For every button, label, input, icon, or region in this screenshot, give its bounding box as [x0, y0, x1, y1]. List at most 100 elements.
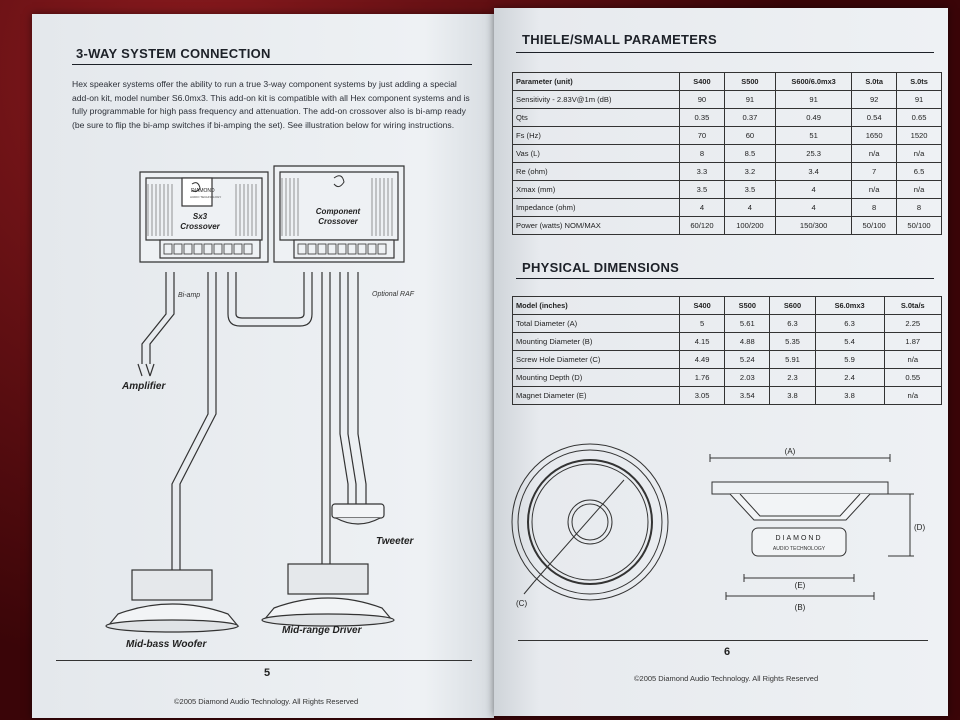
dim-a-label: (A)	[785, 447, 796, 456]
table-cell: 3.5	[723, 180, 776, 199]
table-cell: n/a	[883, 350, 943, 369]
row-label: Qts	[512, 108, 680, 127]
page-number-5: 5	[264, 667, 271, 679]
table-cell: 0.35	[679, 108, 725, 127]
table-cell: 5.9	[814, 350, 885, 369]
table-cell: 91	[723, 90, 776, 109]
table-cell: 3.5	[679, 180, 725, 199]
row-label: Fs (Hz)	[512, 126, 680, 145]
table-cell: 6.3	[814, 314, 885, 333]
table-cell: 4.88	[724, 332, 771, 351]
table-cell: 5.24	[724, 350, 771, 369]
table-cell: 0.65	[896, 108, 942, 127]
table-cell: 70	[679, 126, 725, 145]
sx3-label: Sx3	[193, 212, 208, 221]
ts-header-0: Parameter (unit)	[512, 72, 680, 91]
row-label: Sensitivity - 2.83V@1m (dB)	[512, 90, 680, 109]
left-page: 3-WAY SYSTEM CONNECTION Hex speaker syst…	[32, 14, 494, 718]
component-crossover	[273, 165, 405, 263]
table-cell: 8.5	[723, 144, 776, 163]
table-cell: 0.54	[851, 108, 898, 127]
page-number-6: 6	[724, 646, 731, 658]
table-cell: 2.03	[724, 368, 771, 387]
table-cell: 100/200	[723, 216, 776, 235]
row-label: Power (watts) NOM/MAX	[512, 216, 680, 235]
table-cell: 60	[723, 126, 776, 145]
copyright-right: ©2005 Diamond Audio Technology. All Righ…	[634, 674, 819, 683]
table-cell: 3.4	[774, 162, 853, 181]
table-cell: 4	[679, 198, 725, 217]
row-label: Total Diameter (A)	[512, 314, 680, 333]
pd-header-0: Model (inches)	[512, 296, 680, 315]
section-title-3way: 3-WAY SYSTEM CONNECTION	[76, 46, 271, 61]
table-cell: 50/100	[851, 216, 898, 235]
amplifier-label: Amplifier	[121, 381, 166, 392]
table-cell: 2.25	[883, 314, 943, 333]
table-cell: 3.05	[678, 386, 726, 405]
table-cell: 92	[851, 90, 898, 109]
magnet-badge-brand: DIAMOND	[775, 535, 822, 542]
ts-header-5: S.0ts	[896, 72, 942, 91]
optional-raf-label: Optional RAF	[372, 291, 415, 298]
wire-midrange	[321, 272, 331, 574]
table-cell: 5.4	[814, 332, 885, 351]
mid-range-driver-shape	[261, 563, 395, 627]
ts-header-1: S400	[679, 72, 725, 91]
row-label: Mounting Diameter (B)	[512, 332, 680, 351]
intro-paragraph: Hex speaker systems offer the ability to…	[72, 79, 470, 130]
table-cell: 3.8	[769, 386, 816, 405]
pd-title-rule	[516, 278, 934, 279]
speaker-dimension-drawing: (A) (B) (C) (D) (E) DIAMOND AUDIO TECHNO…	[511, 443, 925, 612]
table-cell: 60/120	[679, 216, 725, 235]
wire-crossover-link	[227, 272, 313, 327]
midrange-label: Mid-range Driver	[282, 625, 363, 636]
wire-woofer	[171, 272, 217, 574]
right-page: THIELE/SMALL PARAMETERS Parameter (unit)…	[494, 8, 948, 716]
pd-header-5: S.0ta/s	[883, 296, 943, 315]
table-cell: 51	[774, 126, 853, 145]
row-label: Re (ohm)	[512, 162, 680, 181]
table-cell: 3.8	[814, 386, 885, 405]
table-cell: 1520	[896, 126, 942, 145]
row-label: Mounting Depth (D)	[512, 368, 680, 387]
table-cell: 50/100	[896, 216, 942, 235]
wire-tweeter	[339, 272, 367, 504]
section-title-physical-dimensions: PHYSICAL DIMENSIONS	[522, 260, 680, 275]
dim-b-label: (B)	[795, 603, 806, 612]
title-rule	[72, 64, 472, 65]
table-cell: n/a	[896, 180, 942, 199]
table-cell: 25.3	[774, 144, 853, 163]
row-label: Vas (L)	[512, 144, 680, 163]
dim-e-label: (E)	[795, 581, 806, 590]
table-cell: 0.37	[723, 108, 776, 127]
wire-amplifier	[137, 272, 175, 377]
component-label: Component	[316, 207, 361, 216]
bi-amp-label: Bi-amp	[178, 292, 200, 299]
table-cell: 1.87	[883, 332, 943, 351]
tweeter-shape	[331, 503, 385, 525]
table-cell: 3.3	[679, 162, 725, 181]
table-cell: n/a	[851, 180, 898, 199]
row-label: Xmax (mm)	[512, 180, 680, 199]
table-cell: 7	[851, 162, 898, 181]
table-cell: 5.61	[724, 314, 771, 333]
table-cell: 91	[774, 90, 853, 109]
table-cell: 0.49	[774, 108, 853, 127]
crossover-badge-left: DIAMOND	[191, 188, 215, 194]
sx3-sub-label: Crossover	[180, 222, 220, 231]
pd-header-4: S6.0mx3	[814, 296, 885, 315]
wiring-diagram: DIAMOND AUDIO TECHNOLOGY Sx3 Crossover C…	[105, 165, 415, 650]
table-cell: 4	[723, 198, 776, 217]
